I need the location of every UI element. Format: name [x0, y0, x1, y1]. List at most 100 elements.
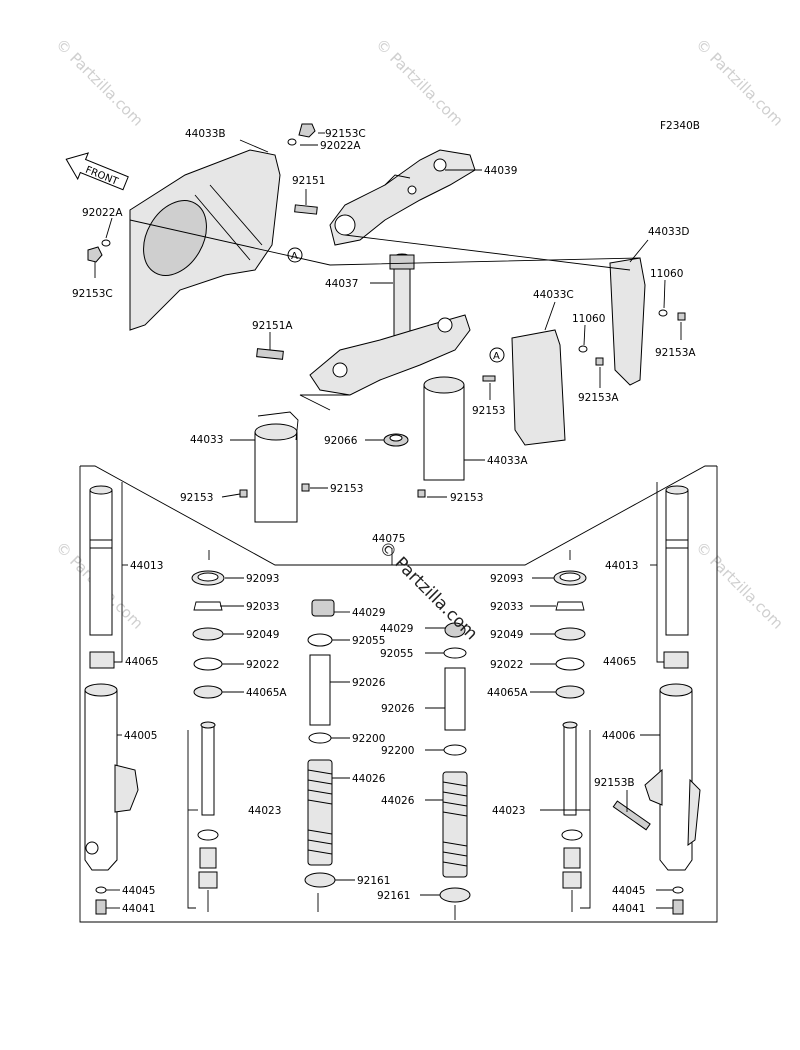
part-label: 44033A — [487, 455, 528, 467]
spacer-92026-b — [444, 667, 466, 731]
bolt-92151A — [256, 348, 284, 360]
screw-92153 — [417, 489, 426, 498]
part-label: 44033C — [533, 289, 574, 301]
part-label: 92153 — [450, 492, 483, 504]
part-label: 11060 — [650, 268, 683, 280]
lower-bracket-44037 — [309, 314, 471, 396]
seat-92161-a — [304, 872, 336, 888]
o-ring-92055-b — [443, 647, 467, 659]
part-label: 44033 — [190, 434, 223, 446]
bolt-44041-right — [672, 899, 684, 915]
part-label: 92161 — [357, 875, 390, 887]
watermark: © Partzilla.com — [372, 35, 467, 130]
watermark: © Partzilla.com — [692, 538, 787, 633]
side-cover-44033C — [511, 329, 566, 446]
part-label: 92153 — [180, 492, 213, 504]
leader-lines-bottom — [106, 548, 673, 909]
part-label: 92026 — [381, 703, 415, 715]
inner-tube-44013-right — [665, 485, 689, 636]
part-label: 44005 — [124, 730, 157, 742]
part-label: 92022A — [320, 140, 361, 152]
part-label: 92093 — [490, 573, 523, 585]
washer-92200-b — [443, 744, 467, 756]
bolt-92151 — [294, 204, 318, 215]
part-label: 44065 — [125, 656, 158, 668]
part-label: 92093 — [246, 573, 279, 585]
figure-code: F2340B — [660, 120, 700, 132]
part-label: 44026 — [352, 773, 386, 785]
upper-cover-44033B — [129, 149, 281, 331]
part-label: 92151 — [292, 175, 325, 187]
part-label: 44065A — [246, 687, 287, 699]
part-label: 11060 — [572, 313, 605, 325]
part-label: 44023 — [248, 805, 281, 817]
svg-text:A: A — [493, 351, 500, 362]
part-label: 44041 — [122, 903, 155, 915]
part-label: 92033 — [246, 601, 279, 613]
fork-cap-44029-b — [444, 622, 466, 638]
fastener-92153C-left — [87, 239, 111, 263]
part-label: 92161 — [377, 890, 410, 902]
reference-marker-a: A — [287, 247, 303, 263]
washer-92200-a — [308, 732, 332, 744]
side-cover-44033D — [609, 257, 646, 386]
part-label: 92055 — [380, 648, 413, 660]
washer-44045-left — [95, 886, 107, 894]
part-label: 44037 — [325, 278, 358, 290]
part-labels: 44033B 92153C 92022A 44039 92151 92022A … — [72, 128, 696, 915]
screw-92153 — [239, 489, 248, 498]
part-label: 92200 — [381, 745, 414, 757]
part-label: 92033 — [490, 601, 523, 613]
seal-stack-left — [191, 550, 225, 699]
part-label: 92153A — [655, 347, 696, 359]
part-label: 44039 — [484, 165, 517, 177]
bushing-44065-left — [89, 651, 115, 669]
part-label: 92200 — [352, 733, 385, 745]
seal-stack-right — [553, 550, 587, 699]
part-label: 44075 — [372, 533, 405, 545]
spacer-92026-a — [309, 654, 331, 726]
washer-11060 — [658, 309, 668, 317]
part-label: 44065A — [487, 687, 528, 699]
part-label: 92153B — [594, 777, 635, 789]
part-label: 44029 — [352, 607, 385, 619]
part-label: 44029 — [380, 623, 413, 635]
screw-92153 — [301, 483, 310, 492]
watermark: © Partzilla.com — [52, 35, 147, 130]
part-label: 44041 — [612, 903, 645, 915]
part-label: 92066 — [324, 435, 358, 447]
part-label: 92049 — [246, 629, 279, 641]
part-label: 92153C — [72, 288, 113, 300]
screw-92153A — [677, 312, 686, 321]
part-label: 92153 — [472, 405, 505, 417]
part-label: 44023 — [492, 805, 525, 817]
part-label: 44006 — [602, 730, 636, 742]
upper-bracket-44039 — [329, 149, 476, 246]
part-label: 44065 — [603, 656, 636, 668]
washer-11060 — [578, 345, 588, 353]
reference-marker-a: A — [489, 347, 505, 363]
part-label: 92026 — [352, 677, 386, 689]
bolt-92153B — [612, 800, 651, 831]
part-label: 44013 — [130, 560, 163, 572]
part-label: 44033D — [648, 226, 690, 238]
damper-rod-44023-right — [561, 721, 591, 912]
damper-rod-44023-left — [187, 721, 219, 912]
part-label: 92151A — [252, 320, 293, 332]
seat-92161-b — [439, 887, 471, 903]
part-label: 92022 — [246, 659, 279, 671]
leader-lines-top — [94, 132, 682, 498]
fastener-92153C-top — [287, 123, 316, 146]
spring-44026-b — [442, 771, 468, 878]
fork-cap-44029-a — [311, 599, 335, 617]
lower-cover-44033 — [254, 411, 299, 523]
watermark: © Partzilla.com — [692, 35, 787, 130]
part-label: 92153 — [330, 483, 363, 495]
part-label: 44033B — [185, 128, 226, 140]
washer-44045-right — [672, 886, 684, 894]
part-label: 92153C — [325, 128, 366, 140]
screw-92153 — [482, 375, 496, 382]
svg-text:A: A — [291, 251, 298, 262]
part-label: 44026 — [381, 795, 415, 807]
bolt-44041-left — [95, 899, 107, 915]
